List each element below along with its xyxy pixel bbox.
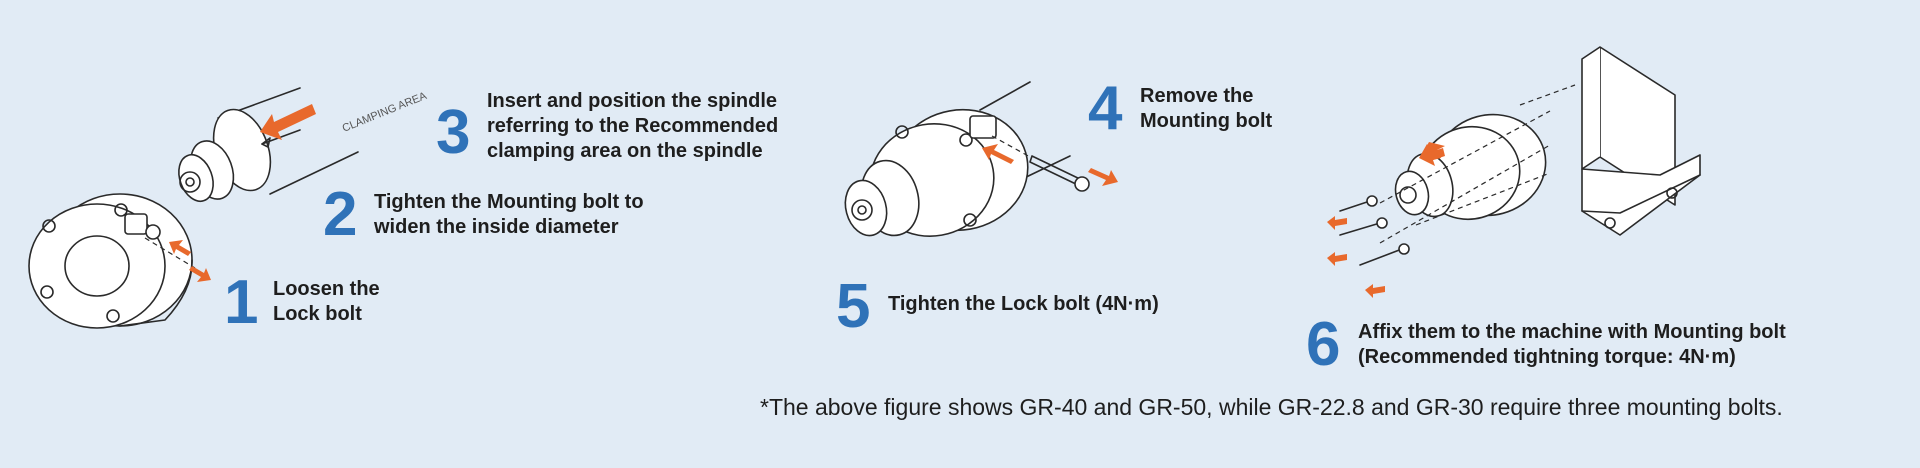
- step-6-text: Affix them to the machine with Mounting …: [1358, 321, 1786, 368]
- orange-arrow-icon: [1327, 142, 1445, 298]
- step-1-number: 1: [224, 268, 258, 337]
- step-3-number: 3: [436, 98, 470, 167]
- footnote: *The above figure shows GR-40 and GR-50,…: [760, 394, 1783, 420]
- step-2-text: Tighten the Mounting bolt to widen the i…: [374, 191, 644, 238]
- clamping-area-label: CLAMPING AREA: [341, 90, 429, 135]
- spindle-clamp-icon: [844, 81, 1090, 237]
- step-1-text: Loosen the Lock bolt: [273, 278, 380, 325]
- spindle-icon: CLAMPING AREA: [178, 87, 429, 203]
- orange-arrow-icon: [169, 240, 211, 282]
- step-2-number: 2: [323, 180, 357, 249]
- step-6-number: 6: [1306, 310, 1340, 379]
- step-5-number: 5: [836, 272, 870, 341]
- step-4-number: 4: [1088, 74, 1122, 143]
- machine-block-icon: [1339, 46, 1701, 266]
- step-3-text: Insert and position the spindle referrin…: [487, 90, 779, 162]
- step-5-text: Tighten the Lock bolt (4N·m): [888, 293, 1159, 315]
- clamp-ring-icon: [28, 193, 196, 329]
- step-4-text: Remove the Mounting bolt: [1140, 85, 1273, 132]
- orange-arrow-icon: [982, 144, 1118, 186]
- orange-arrow-icon: [260, 104, 316, 140]
